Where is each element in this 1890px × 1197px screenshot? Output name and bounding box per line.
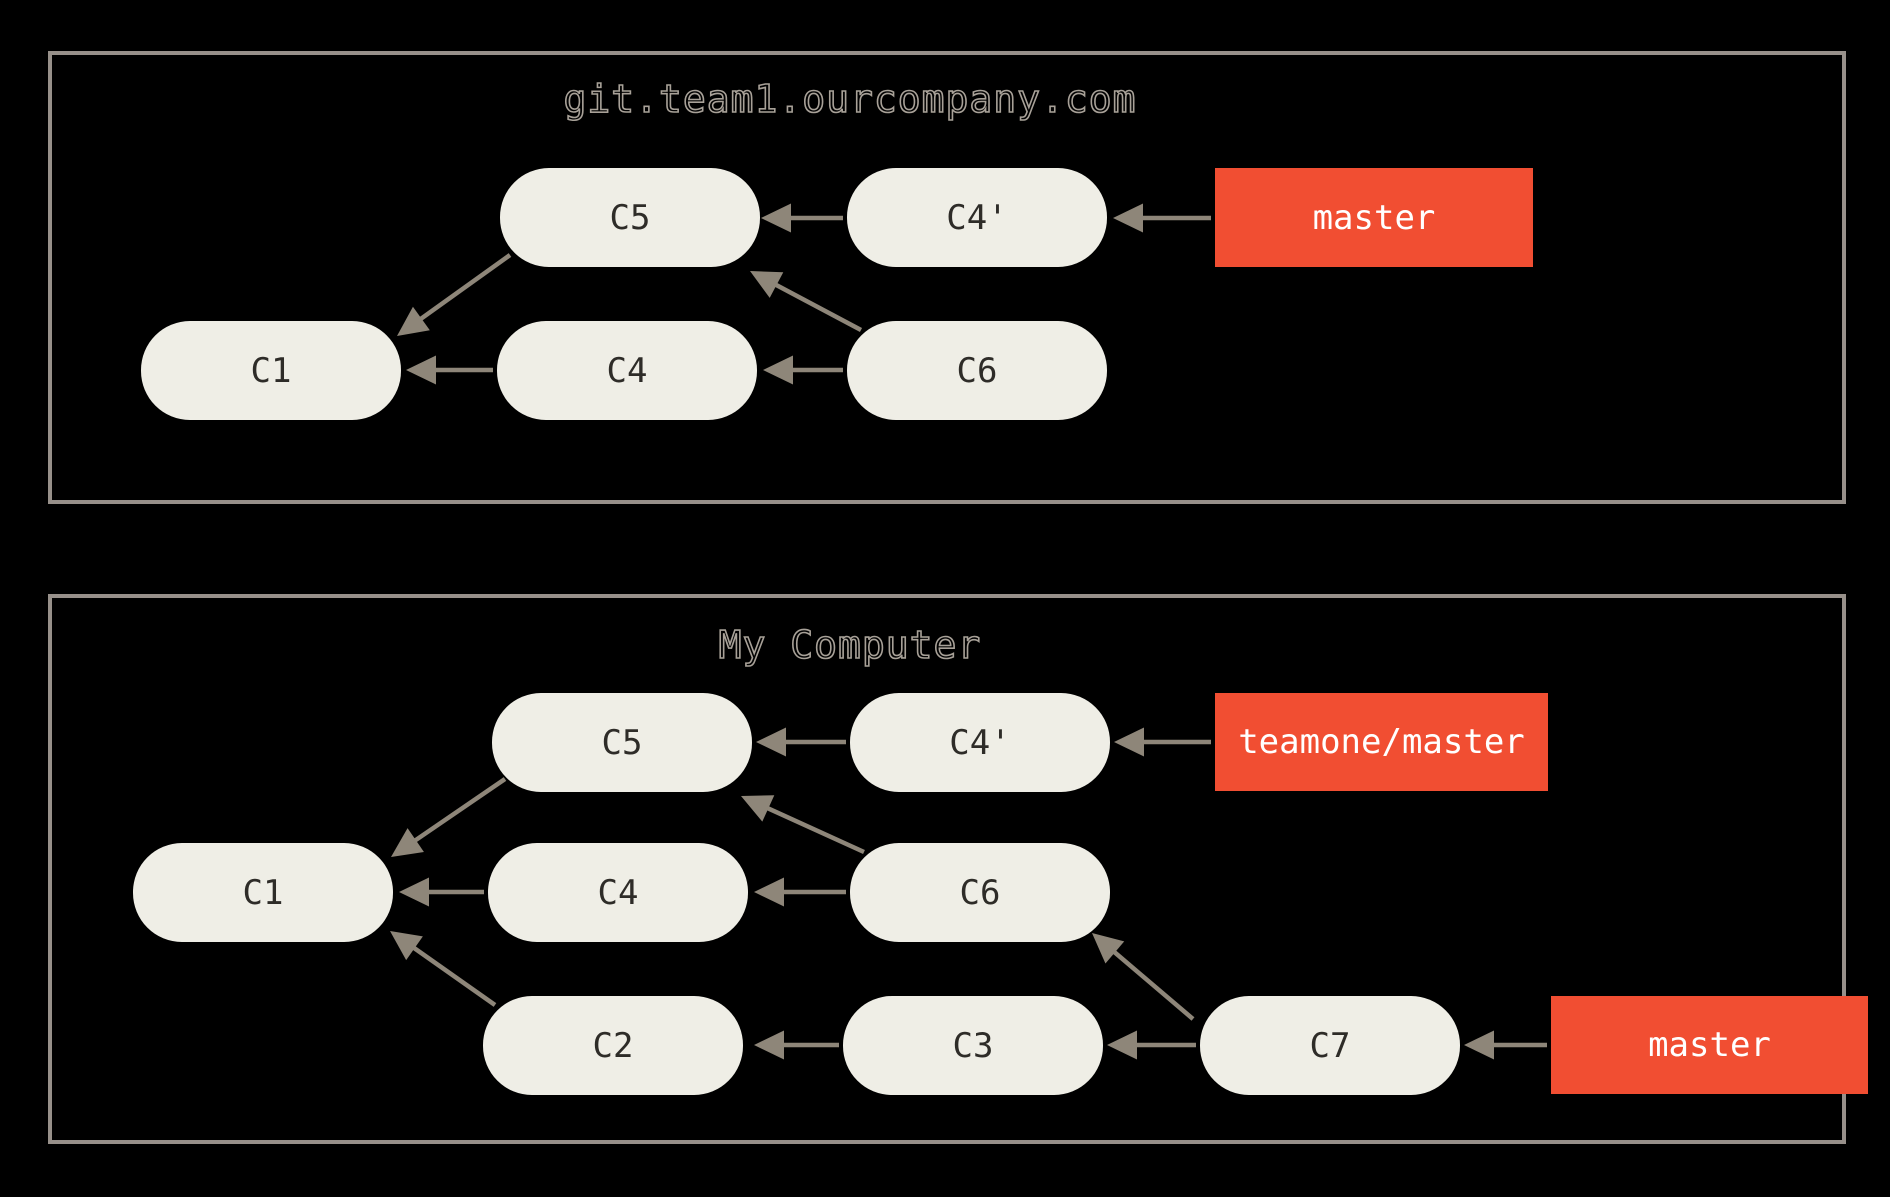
local-repo-box (48, 594, 1846, 1144)
remote-repo-box (48, 51, 1846, 504)
